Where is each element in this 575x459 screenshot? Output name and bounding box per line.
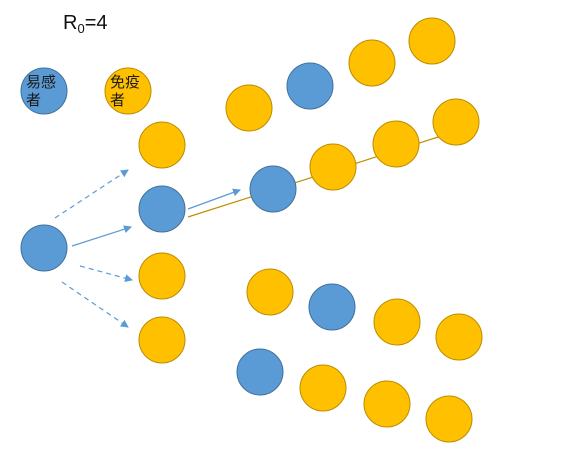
r0-title-suffix: =4 [84, 12, 108, 34]
legend-immune-label: 免疫者 [110, 73, 141, 109]
bottom-cluster-node-4 [425, 395, 473, 443]
legend-immune-circle [104, 67, 152, 115]
top-cluster-node-3 [348, 39, 396, 87]
chain-node-1 [249, 165, 297, 213]
legend-susceptible-label: 易感者 [26, 73, 57, 109]
lower-cluster-node-2 [308, 283, 356, 331]
top-cluster-node-1 [225, 84, 273, 132]
legend-susceptible-circle [20, 67, 68, 115]
chain-node-2 [309, 143, 357, 191]
first-gen-node-4 [138, 316, 186, 364]
chain-node-3 [372, 120, 420, 168]
source-node [20, 224, 68, 272]
r0-title: R0=4 [63, 12, 108, 36]
lower-cluster-node-3 [373, 298, 421, 346]
chain-node-4 [432, 98, 480, 146]
arrow-dashed-to-node-3 [79, 265, 133, 283]
arrow-solid-to-second-gen [187, 188, 241, 210]
first-gen-node-1 [138, 121, 186, 169]
bottom-cluster-node-3 [363, 380, 411, 428]
arrow-solid-to-node-2 [71, 225, 132, 247]
first-gen-node-3 [138, 252, 186, 300]
top-cluster-node-2 [286, 62, 334, 110]
r0-title-base: R [63, 12, 78, 34]
first-gen-node-2 [138, 185, 186, 233]
lower-cluster-node-1 [246, 268, 294, 316]
top-cluster-node-4 [408, 17, 456, 65]
arrow-dashed-to-node-1 [54, 169, 129, 219]
bottom-cluster-node-2 [299, 364, 347, 412]
bottom-cluster-node-1 [236, 348, 284, 396]
arrow-dashed-to-node-4 [61, 281, 129, 328]
lower-cluster-node-4 [435, 313, 483, 361]
r0-title-subscript: 0 [77, 21, 85, 36]
